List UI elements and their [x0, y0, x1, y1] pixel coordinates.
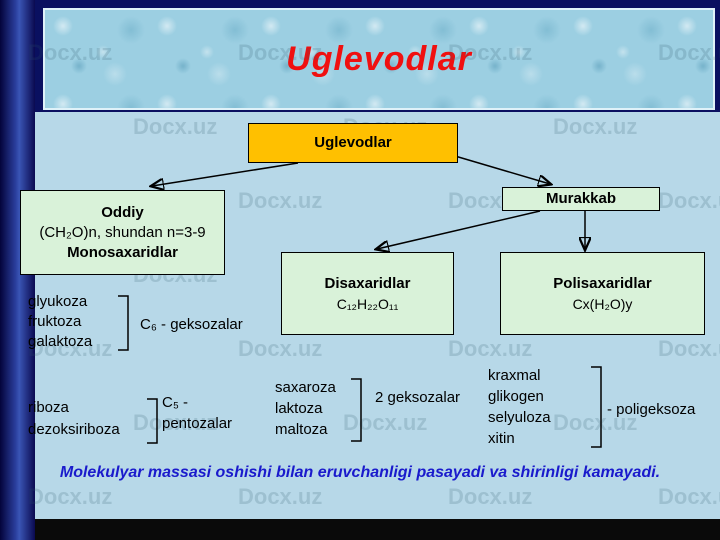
list-item: selyuloza — [488, 409, 551, 426]
list-item: maltoza — [275, 421, 328, 438]
watermark-text: Docx.uz — [238, 336, 323, 361]
footer-note: Molekulyar massasi oshishi bilan eruvcha… — [59, 464, 661, 481]
polysaccharides-box-formula: Cx(H₂O)y — [572, 295, 633, 312]
list-item: glikogen — [488, 388, 544, 405]
list-item: fruktoza — [28, 313, 82, 330]
watermark-text: Docx.uz — [133, 114, 218, 139]
list-item: saxaroza — [275, 379, 336, 396]
list-item: laktoza — [275, 400, 323, 417]
slide-header: Uglevodlar — [35, 0, 720, 112]
list-item: kraxmal — [488, 367, 541, 384]
pentoses-label: C₅ - pentozalar — [162, 394, 233, 432]
list-item: glyukoza — [28, 293, 88, 310]
pentoses-list: riboza dezoksiriboza — [28, 397, 120, 441]
root-box-uglevodlar: Uglevodlar — [248, 123, 458, 163]
disaccharides-box-formula: C₁₂H₂₂O₁₁ — [336, 295, 399, 312]
simple-box-formula: (CH₂O)n, shundan n=3-9 — [39, 223, 206, 241]
watermark-text: Docx.uz — [658, 484, 720, 509]
arrow-complex-to-disaccharide — [377, 210, 541, 249]
disaccharides-box: Disaxaridlar C₁₂H₂₂O₁₁ — [281, 252, 454, 335]
complex-box-label: Murakkab — [545, 190, 617, 207]
watermark-text: Docx.uz — [553, 114, 638, 139]
root-box-label: Uglevodlar — [314, 134, 392, 151]
watermark-text: Docx.uz — [238, 188, 323, 213]
header-bubble-texture: Uglevodlar — [43, 8, 715, 110]
bracket-polysaccharides — [591, 366, 602, 448]
hexoses-label: C₆ - geksozalar — [140, 316, 243, 333]
arrow-root-to-simple — [152, 162, 299, 186]
simple-box-title: Oddiy — [101, 203, 144, 221]
simple-carbohydrates-box: Oddiy (CH₂O)n, shundan n=3-9 Monosaxarid… — [20, 190, 225, 275]
simple-box-subtitle: Monosaxaridlar — [67, 243, 178, 261]
disaccharides-list: saxaroza laktoza maltoza — [275, 377, 336, 440]
disaccharides-label: 2 geksozalar — [375, 389, 461, 406]
list-item: xitin — [488, 430, 515, 447]
polysaccharides-box-title: Polisaxaridlar — [553, 274, 652, 292]
hexoses-list: glyukoza fruktoza galaktoza — [28, 292, 92, 352]
polysaccharides-box: Polisaxaridlar Cx(H₂O)y — [500, 252, 705, 335]
watermark-text: Docx.uz — [658, 336, 720, 361]
complex-carbohydrates-box: Murakkab — [502, 187, 660, 211]
polysaccharides-label: - poligeksoza — [607, 401, 696, 418]
polysaccharides-list: kraxmal glikogen selyuloza xitin — [488, 365, 551, 449]
bracket-hexoses — [118, 295, 129, 351]
watermark-text: Docx.uz — [28, 484, 113, 509]
watermark-text: Docx.uz — [448, 484, 533, 509]
list-item: riboza — [28, 399, 69, 416]
bottom-bar — [35, 519, 720, 540]
watermark-text: Docx.uz — [343, 410, 428, 435]
watermark-text: Docx.uz — [448, 336, 533, 361]
list-item: galaktoza — [28, 333, 93, 350]
arrow-root-to-complex — [454, 155, 550, 184]
watermark-text: Docx.uz — [238, 484, 323, 509]
slide-title: Uglevodlar — [286, 39, 472, 78]
watermark-text: Docx.uz — [658, 188, 720, 213]
bracket-pentoses — [147, 398, 158, 444]
list-item: dezoksiriboza — [28, 421, 120, 438]
disaccharides-box-title: Disaxaridlar — [324, 274, 411, 292]
bracket-disaccharides — [351, 378, 362, 442]
